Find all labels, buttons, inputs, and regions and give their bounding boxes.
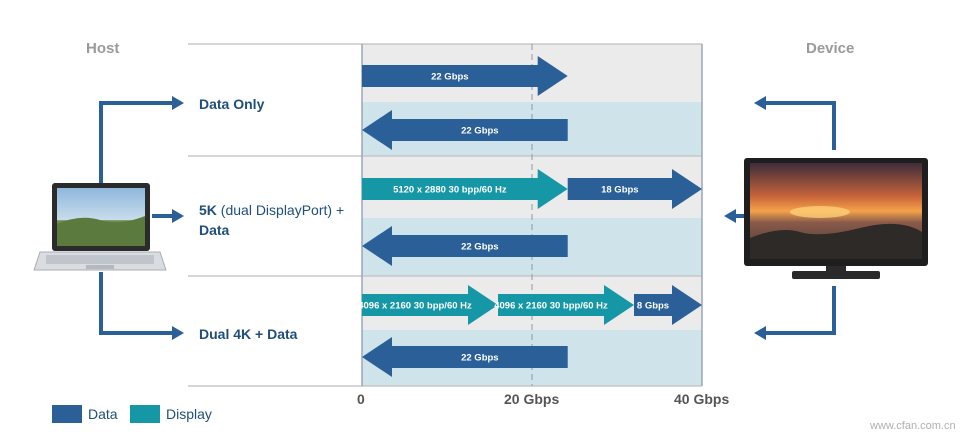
legend-label-data: Data [88, 406, 118, 422]
row-label-bold: 5K [199, 202, 217, 218]
axis-tick-0: 0 [357, 391, 365, 407]
arrow-head-icon [172, 209, 184, 223]
arrow-label-r3-up-c: 8 Gbps [637, 301, 669, 312]
arrow-head-icon [172, 96, 184, 110]
arrow-head-icon [172, 326, 184, 340]
arrow-r2-up-b [567, 169, 702, 209]
arrow-label-r3-down: 22 Gbps [461, 353, 499, 364]
axis-tick-40: 40 Gbps [674, 391, 730, 407]
arrow-r3-down [362, 337, 568, 377]
legend-swatch-display [130, 405, 160, 423]
legend-swatch-data [52, 405, 82, 423]
watermark: www.cfan.com.cn [870, 420, 956, 432]
arrow-r3-up-a [362, 285, 498, 325]
host-connectors [99, 101, 172, 335]
arrow-head-icon [724, 209, 736, 223]
device-header: Device [806, 40, 855, 57]
row-label-rest: (dual DisplayPort) + [216, 202, 345, 218]
arrow-r2-down [362, 226, 568, 266]
row-label-bold: Data Only [199, 96, 265, 112]
bandwidth-arrows: 22 Gbps 22 Gbps 5120 x 2880 30 bpp/60 Hz 18… [358, 56, 702, 377]
row-label-5k: 5K (dual DisplayPort) + Data [199, 200, 344, 240]
row-label-data-only: Data Only [199, 94, 264, 114]
arrow-r1-down [362, 110, 568, 150]
arrow-label-r2-down: 22 Gbps [461, 242, 499, 253]
axis-tick-20: 20 Gbps [504, 391, 560, 407]
arrow-label-r2-up-b: 18 Gbps [601, 185, 639, 196]
tv-icon [744, 158, 928, 279]
arrow-r3-up-c [634, 285, 702, 325]
legend-label-display: Display [166, 406, 212, 422]
arrow-r3-up-b [498, 285, 634, 325]
host-connector-arrowheads [172, 96, 184, 340]
arrow-r2-up-a [362, 169, 568, 209]
arrow-r1-up [362, 56, 568, 96]
arrow-label-r1-up: 22 Gbps [431, 72, 469, 83]
host-header: Host [86, 40, 120, 57]
arrow-label-r3-up-b: 4096 x 2160 30 bpp/60 Hz [494, 301, 608, 312]
row-label-bold: Dual 4K + Data [199, 326, 298, 342]
arrow-label-r2-up-a: 5120 x 2880 30 bpp/60 Hz [393, 185, 507, 196]
arrow-label-r1-down: 22 Gbps [461, 126, 499, 137]
arrow-head-icon [754, 96, 766, 110]
device-connector-arrowheads [724, 96, 766, 340]
arrow-head-icon [754, 326, 766, 340]
laptop-icon [33, 183, 167, 271]
row-label-dual-4k: Dual 4K + Data [199, 324, 297, 344]
arrow-label-r3-up-a: 4096 x 2160 30 bpp/60 Hz [358, 301, 472, 312]
row-label-line2: Data [199, 222, 230, 238]
